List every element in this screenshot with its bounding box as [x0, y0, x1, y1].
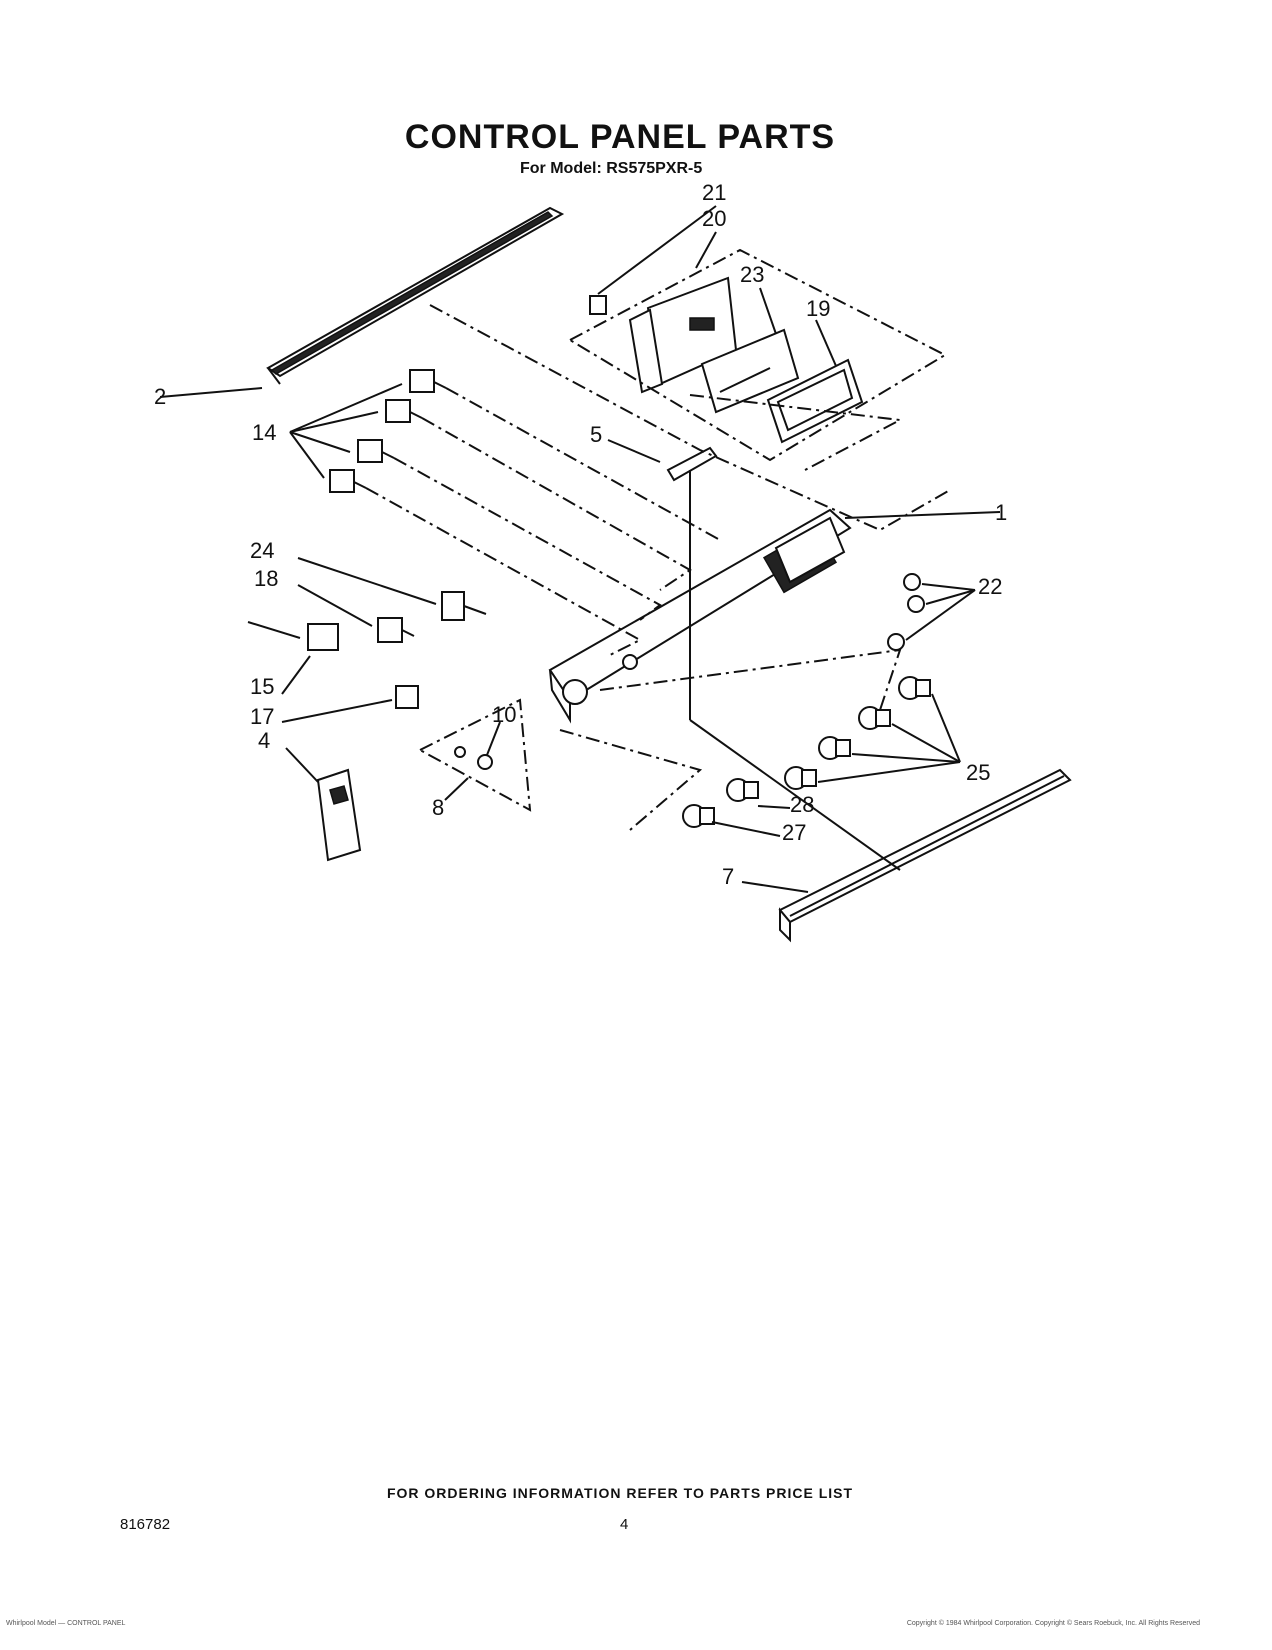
callout-28: 28 [790, 792, 814, 817]
part-19-gasket [766, 358, 864, 444]
part-25-knob-1 [898, 676, 931, 700]
part-17-socket [395, 685, 419, 709]
callout-22: 22 [978, 574, 1002, 599]
dash-switch-2 [421, 417, 692, 591]
leader-25c [851, 753, 961, 763]
part-7-bottom-trim [778, 768, 1072, 943]
dash-switch-3 [393, 457, 662, 621]
callout-27: 27 [782, 820, 806, 845]
dash-part-8 [419, 698, 532, 812]
callout-17: 17 [250, 704, 274, 729]
document-number: 816782 [120, 1516, 171, 1533]
leader-25a [931, 693, 961, 763]
leader-8 [444, 777, 469, 801]
leader-27 [711, 821, 781, 837]
part-4-knob-bracket [316, 768, 362, 862]
part-2-trim-rail [266, 206, 565, 385]
small-print-left: Whirlpool Model — CONTROL PANEL [6, 1620, 126, 1627]
leader-17 [281, 699, 393, 723]
leader-22b [925, 589, 976, 605]
callout-21: 21 [702, 180, 726, 205]
part-14-switch-1 [409, 369, 447, 393]
diag-leader-7 [689, 719, 901, 871]
part-22-nut-3 [887, 633, 905, 651]
callout-7: 7 [722, 864, 734, 889]
dash-switch-1 [445, 387, 721, 541]
leader-25d [817, 761, 961, 783]
callout-15: 15 [250, 674, 274, 699]
small-print-right: Copyright © 1984 Whirlpool Corporation. … [906, 1620, 1200, 1627]
dash-rail [429, 304, 951, 532]
leader-24 [297, 557, 437, 605]
callout-23: 23 [740, 262, 764, 287]
dash-clock-group [569, 248, 948, 462]
part-14-switch-4 [329, 469, 367, 493]
callout-20: 20 [702, 206, 726, 231]
callout-4: 4 [258, 728, 270, 753]
part-25-knob-4 [784, 766, 817, 790]
dash-knobs [599, 648, 902, 711]
callout-1: 1 [995, 500, 1007, 525]
leader-5 [607, 439, 661, 463]
callout-5: 5 [590, 422, 602, 447]
ordering-note: FOR ORDERING INFORMATION REFER TO PARTS … [386, 1485, 854, 1501]
leader-22a [921, 583, 976, 591]
dash-switch-4 [365, 487, 643, 656]
leader-28 [757, 805, 791, 809]
part-22-nut-2 [907, 595, 925, 613]
leader-14a [289, 383, 403, 433]
page-title: CONTROL PANEL PARTS [404, 118, 836, 156]
leader-15 [281, 655, 311, 695]
part-24-switch [441, 591, 487, 621]
leader-19 [815, 319, 837, 367]
part-28-knob [726, 778, 759, 802]
part-14-switch-2 [385, 399, 423, 423]
callout-2: 2 [154, 384, 166, 409]
callout-8: 8 [432, 795, 444, 820]
part-15-lamp-switch [247, 621, 339, 651]
page-number: 4 [620, 1516, 629, 1533]
leader-14c [289, 431, 351, 453]
callout-24: 24 [250, 538, 274, 563]
part-10-screw [454, 746, 493, 770]
part-23-glass [700, 328, 800, 414]
part-21-clip [589, 295, 607, 315]
part-25-knob-3 [818, 736, 851, 760]
leader-23 [759, 287, 777, 335]
leader-14d [289, 431, 325, 479]
part-5-bracket [666, 446, 718, 482]
leader-20 [695, 231, 717, 269]
leader-22c [905, 589, 976, 641]
model-subtitle: For Model: RS575PXR-5 [520, 160, 703, 177]
leader-18 [297, 584, 373, 627]
dash-knobs-2 [559, 729, 703, 831]
part-14-switch-3 [357, 439, 395, 463]
leader-2 [159, 387, 263, 398]
leader-4 [285, 747, 319, 783]
dash-clock-inner [689, 394, 904, 471]
callout-18: 18 [254, 566, 278, 591]
leader-7 [741, 881, 809, 893]
leader-14b [289, 411, 379, 433]
leader-25b [891, 723, 961, 763]
callout-19: 19 [806, 296, 830, 321]
callout-14: 14 [252, 420, 276, 445]
part-22-nut-1 [903, 573, 921, 591]
part-27-knob [682, 804, 715, 828]
callout-25: 25 [966, 760, 990, 785]
leader-21 [597, 205, 717, 295]
part-20-clock-assembly [628, 276, 738, 394]
part-1-control-panel [548, 508, 852, 724]
part-18-switch [377, 617, 415, 643]
leader-1 [844, 511, 1001, 519]
leader-10 [486, 721, 501, 756]
callout-10: 10 [492, 702, 516, 727]
part-25-knob-2 [858, 706, 891, 730]
